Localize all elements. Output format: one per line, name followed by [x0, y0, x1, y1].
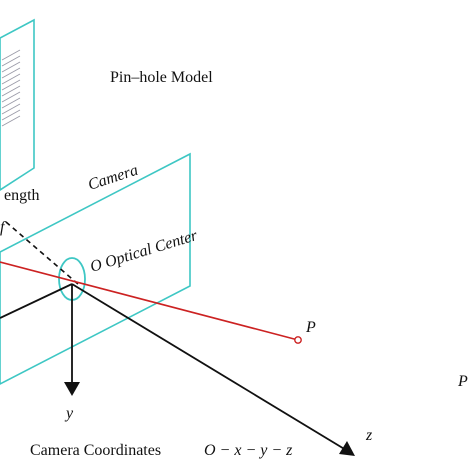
z-axis — [71, 283, 355, 456]
camera-plane — [0, 152, 191, 385]
image-plane-outline — [0, 18, 35, 191]
camera-label: Camera — [86, 162, 140, 194]
diagram-title: Pin–hole Model — [110, 69, 213, 86]
point-p-right-label: P — [457, 373, 468, 390]
point-p-marker — [294, 336, 302, 344]
focal-length-dashed-line — [5, 221, 79, 285]
optical-center-label: O Optical Center — [88, 227, 200, 276]
z-axis-arrowhead — [339, 441, 355, 456]
y-axis — [64, 284, 80, 396]
x-axis — [0, 283, 73, 319]
image-plane-lines — [1, 49, 21, 127]
y-axis-arrowhead — [64, 382, 80, 396]
y-axis-label: y — [64, 405, 74, 422]
camera-coordinates-formula: O − x − y − z — [204, 442, 293, 459]
z-axis-label: z — [365, 427, 373, 444]
focal-f-label: f — [0, 219, 7, 236]
image-plane — [0, 18, 35, 191]
camera-coordinates-label: Camera Coordinates — [30, 442, 161, 459]
focal-length-label: ength — [4, 187, 40, 204]
point-p-label: P — [305, 319, 316, 336]
projection-ray — [0, 261, 299, 341]
